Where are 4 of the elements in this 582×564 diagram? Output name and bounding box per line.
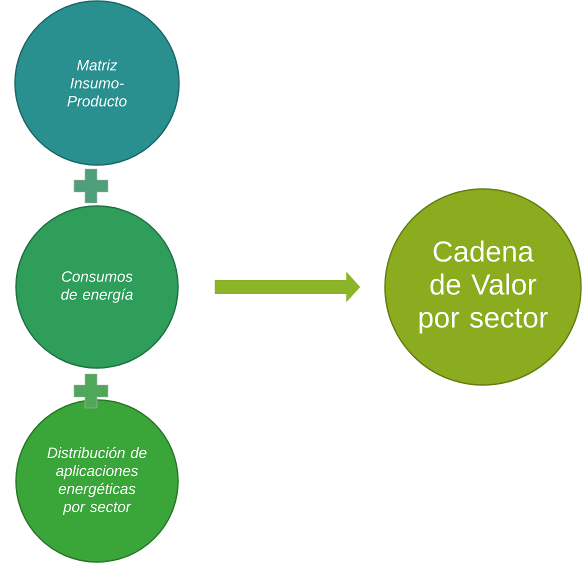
circle-node: Cadena de Valor por sector: [384, 188, 582, 386]
circle-node: Distribución de aplicaciones energéticas por sector: [15, 399, 179, 563]
circle-node: Consumos de energía: [15, 205, 179, 369]
circle-node: Matriz Insumo-Producto: [14, 0, 180, 166]
